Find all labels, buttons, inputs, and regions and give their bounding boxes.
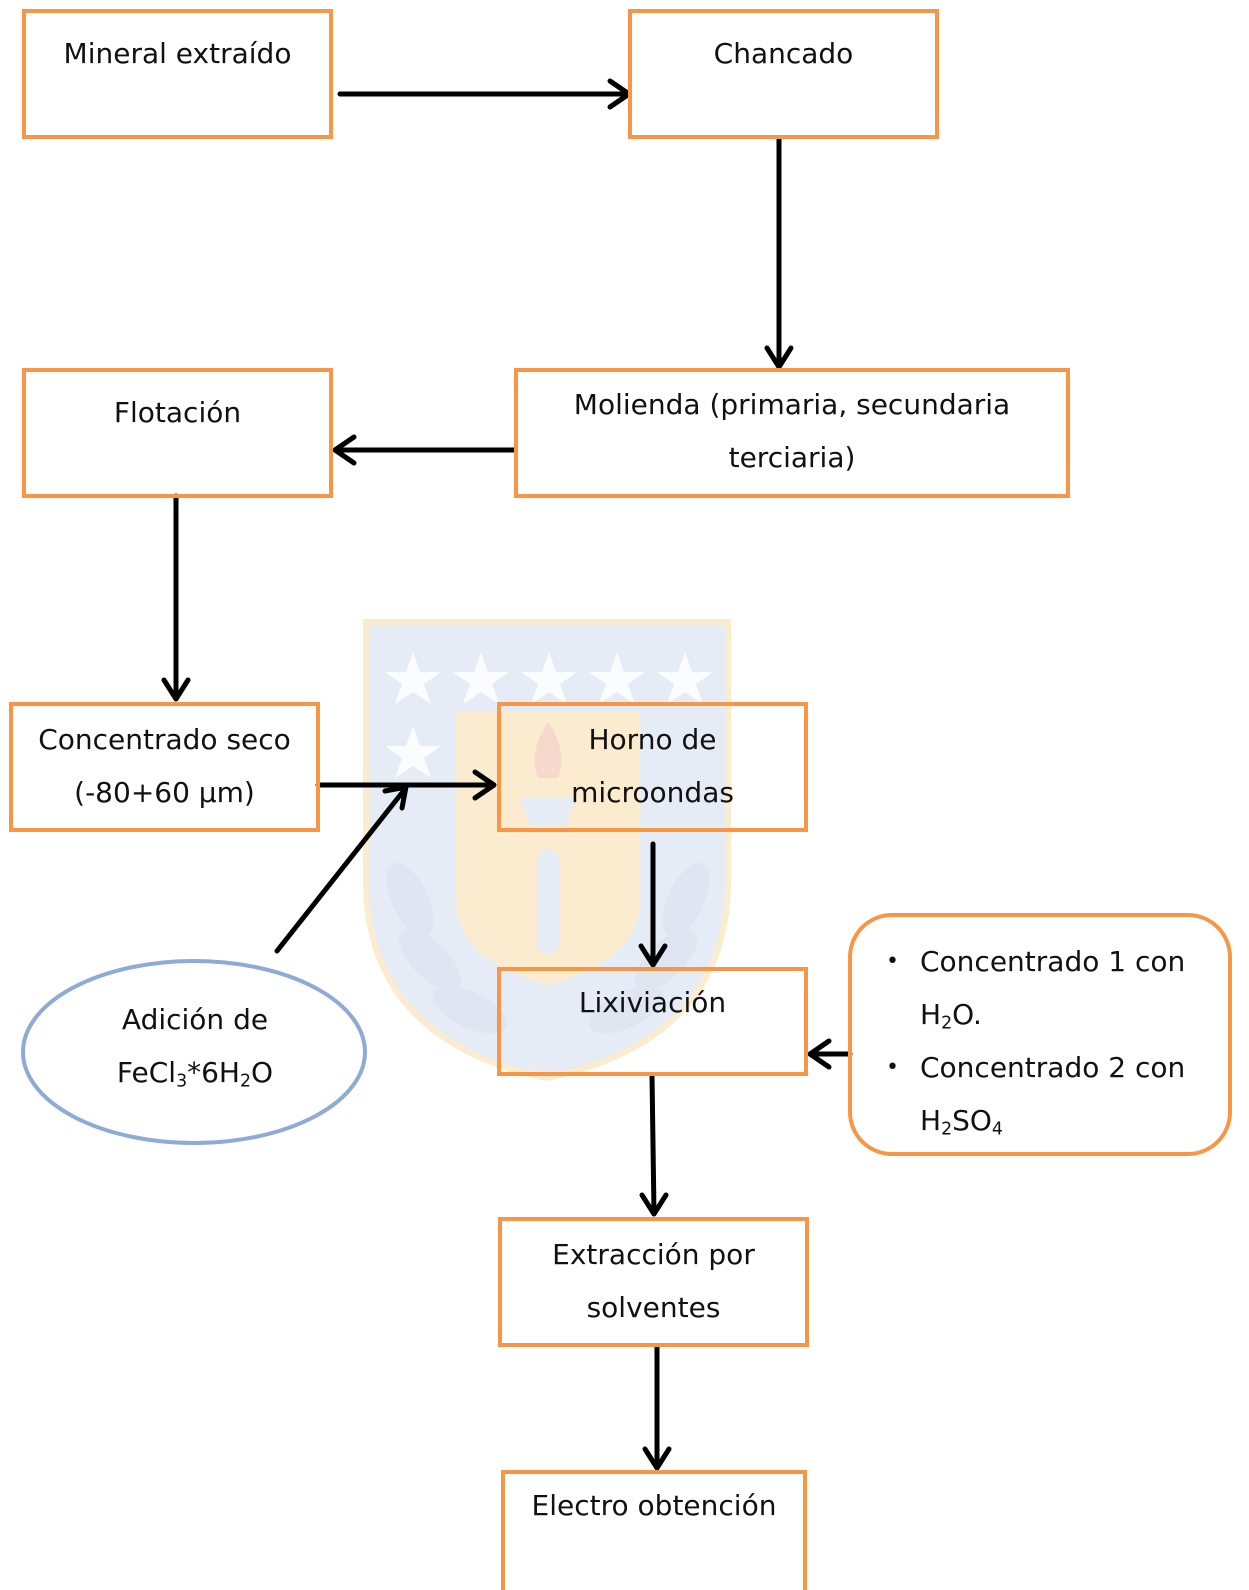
node-label-line1: Molienda (primaria, secundaria (573, 388, 1011, 421)
node-label: Electro obtención (531, 1489, 777, 1522)
conditions-list: • Concentrado 1 con H2O. • Concentrado 2… (852, 917, 1228, 1147)
arrow-conditions-to-lixiviacion (807, 1038, 853, 1070)
node-label: Mineral extraído (63, 37, 292, 70)
node-molienda: Molienda (primaria, secundaria terciaria… (514, 368, 1070, 498)
node-flotacion: Flotación (22, 368, 333, 498)
condition-formula-2: H2SO4 (920, 1104, 1003, 1140)
node-label: Lixiviación (578, 986, 727, 1019)
arrow-additive-to-feed (274, 784, 409, 954)
node-label-line1: Extracción por (552, 1238, 755, 1271)
node-adicion-fecl3: Adición de FeCl3*6H2O (40, 993, 350, 1099)
condition-item-2: • Concentrado 2 con H2SO4 (886, 1041, 1228, 1147)
bullet-icon: • (886, 949, 899, 974)
node-label-line2: (-80+60 µm) (74, 776, 255, 809)
condition-item-1: • Concentrado 1 con H2O. (886, 935, 1228, 1041)
arrow-extraccion-to-electro (642, 1343, 672, 1471)
node-label: Chancado (713, 37, 854, 70)
arrow-chancado-to-molienda (764, 135, 794, 370)
node-extraccion-solventes: Extracción por solventes (498, 1217, 809, 1347)
arrow-molienda-to-flotacion (332, 434, 517, 466)
node-label-line2: microondas (571, 776, 734, 809)
node-label-line1: Concentrado seco (38, 723, 291, 756)
additive-label: Adición de (121, 1003, 269, 1036)
node-lixiviacion: Lixiviación (497, 967, 808, 1076)
node-concentrado-seco: Concentrado seco (-80+60 µm) (9, 702, 320, 832)
arrow-horno-to-lixiviacion (638, 841, 668, 968)
node-label-line2: terciaria) (728, 441, 856, 474)
node-chancado: Chancado (628, 9, 939, 139)
node-leach-conditions: • Concentrado 1 con H2O. • Concentrado 2… (848, 913, 1232, 1156)
node-label: Flotación (113, 396, 242, 429)
bullet-icon: • (886, 1055, 899, 1080)
arrow-flotacion-to-concentrado (161, 493, 191, 702)
condition-formula-1: H2O. (920, 998, 982, 1034)
node-label-line2: solventes (586, 1291, 721, 1324)
additive-ellipse-shape (21, 959, 367, 1145)
node-label-line1: Horno de (588, 723, 717, 756)
arrow-mineral-to-chancado (337, 78, 632, 110)
arrow-lixiviacion-to-extraccion (639, 1072, 669, 1217)
node-mineral-extraido: Mineral extraído (22, 9, 333, 139)
node-horno-microondas: Horno de microondas (497, 702, 808, 832)
node-electro-obtencion: Electro obtención (501, 1470, 807, 1590)
additive-formula: FeCl3*6H2O (116, 1056, 274, 1092)
